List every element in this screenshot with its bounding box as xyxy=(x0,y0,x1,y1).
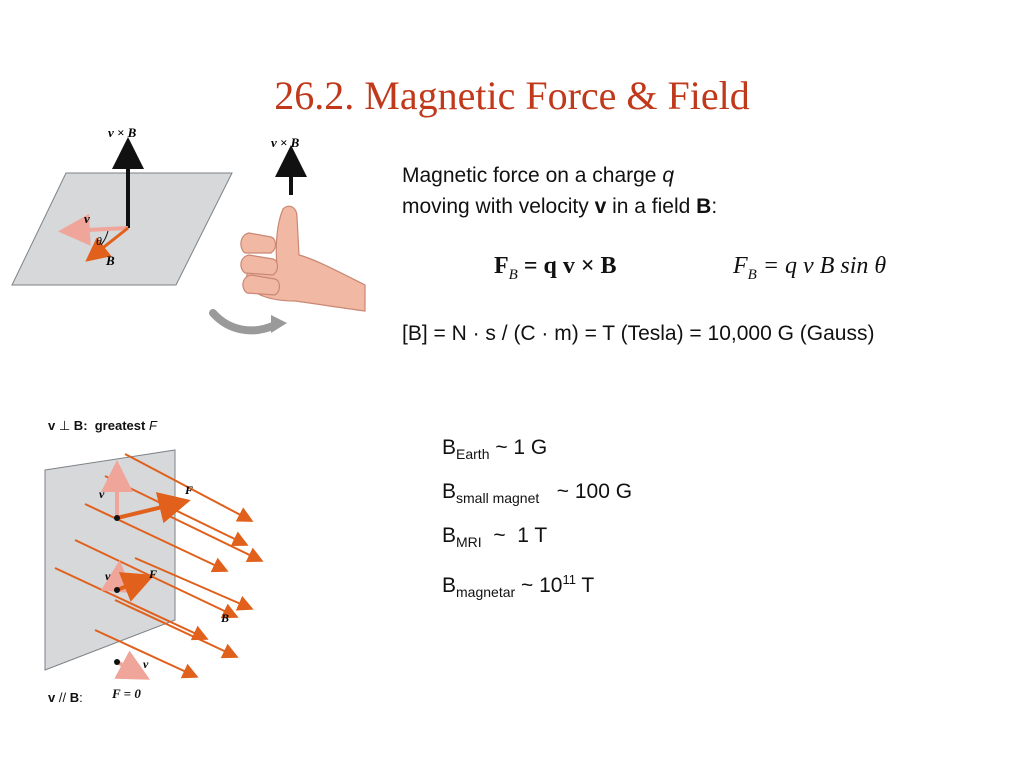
rotation-arrowhead xyxy=(271,315,287,333)
field-value-small-magnet: Bsmall magnet ~ 100 G xyxy=(442,480,633,507)
intro-text: Magnetic force on a charge q moving with… xyxy=(402,160,717,222)
b-label: B xyxy=(105,253,115,268)
hand-vxb-label: v × B xyxy=(271,135,300,150)
v-parallel-arrow xyxy=(114,650,151,680)
right-hand-rule-diagram: v × B xyxy=(209,135,366,335)
v-perp-label: v xyxy=(99,487,105,501)
scalar-force-equation: FB = q v B sin θ xyxy=(733,253,887,283)
vector-force-equation: FB = q v × B xyxy=(494,253,617,283)
field-value-magnetar: Bmagnetar ~ 1011 T xyxy=(442,572,595,601)
v-angle-label: v xyxy=(105,569,111,583)
f-angle-arrow xyxy=(116,572,155,602)
f-angle-label: F xyxy=(148,567,157,581)
f-perp-arrow xyxy=(116,492,191,524)
vxb-label: v × B xyxy=(108,125,137,140)
hand-shape xyxy=(240,205,366,312)
perpendicular-caption: v ⊥ B: greatest F xyxy=(48,418,157,433)
v-label: v xyxy=(84,211,90,226)
f-perp-label: F xyxy=(184,483,193,497)
theta-label: θ xyxy=(96,234,102,248)
field-lines-diagram: v F v F B v xyxy=(44,449,264,680)
f-zero-label: F = 0 xyxy=(112,686,141,701)
v-angle-arrow xyxy=(100,560,133,594)
intro-line-2: moving with velocity v in a field B: xyxy=(402,195,718,218)
units-line: [B] = N · s / (C · m) = T (Tesla) = 10,0… xyxy=(402,322,875,345)
parallel-caption: v // B: xyxy=(48,690,83,705)
velocity-arrow xyxy=(58,213,129,246)
field-arrow xyxy=(85,226,129,262)
b-field-label: B xyxy=(220,611,229,625)
v-parallel-label: v xyxy=(143,657,149,671)
field-value-mri: BMRI ~ 1 T xyxy=(442,524,548,551)
slide-title: 26.2. Magnetic Force & Field xyxy=(274,73,750,118)
field-values-list: BEarth ~ 1 G Bsmall magnet ~ 100 G BMRI … xyxy=(442,433,632,609)
cross-product-plane-diagram: v × B v θ B xyxy=(11,125,233,286)
rotation-curve xyxy=(209,309,279,335)
field-value-earth: BEarth ~ 1 G xyxy=(442,436,548,463)
intro-line-1: Magnetic force on a charge q xyxy=(402,164,675,187)
